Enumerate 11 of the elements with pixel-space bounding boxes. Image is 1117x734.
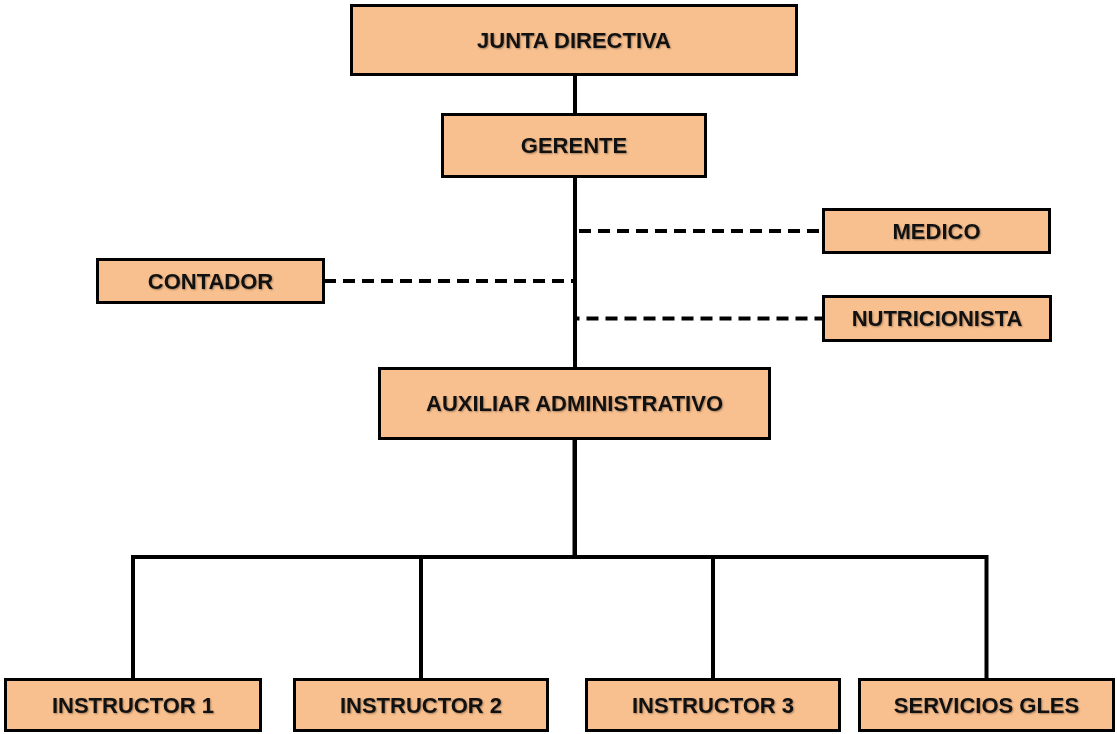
role-box: CONTADOR — [96, 258, 325, 304]
role-box: JUNTA DIRECTIVA — [350, 4, 798, 76]
role-box: SERVICIOS GLES — [858, 678, 1115, 732]
role-box: INSTRUCTOR 2 — [293, 678, 549, 732]
role-box: NUTRICIONISTA — [822, 295, 1052, 342]
connector-line — [573, 76, 577, 113]
role-box: GERENTE — [441, 113, 707, 178]
role-box: INSTRUCTOR 3 — [585, 678, 841, 732]
role-box: MEDICO — [822, 208, 1051, 254]
role-box: AUXILIAR ADMINISTRATIVO — [378, 367, 771, 440]
role-box: INSTRUCTOR 1 — [4, 678, 262, 732]
